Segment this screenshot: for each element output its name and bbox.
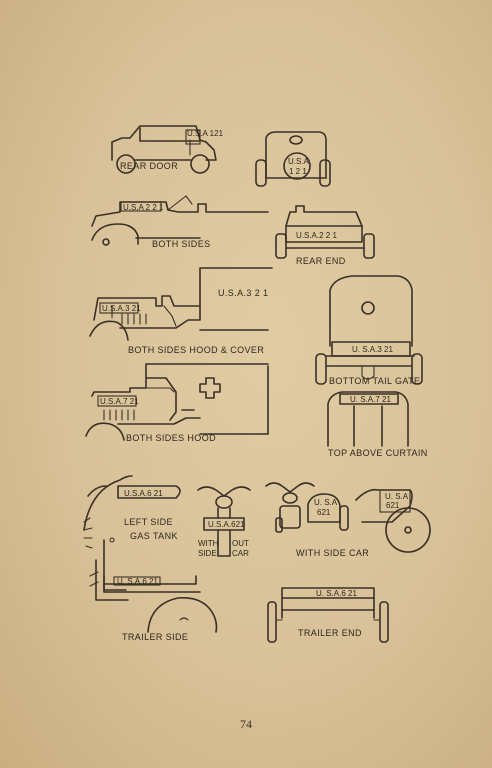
sidecar-side-plate-bottom: 621 [386,501,400,510]
wagon-cover-plate: U.S.A.3 2 1 [218,288,268,298]
motorcycle-side-drawing: U.S.A.6 21 LEFT SIDE GAS TANK [83,475,181,601]
caption-bottom-tail-gate: BOTTOM TAIL GATE [329,376,420,386]
wagon-rear-plate: U. S.A.3 21 [352,345,393,354]
caption-both-sides-hood: BOTH SIDES HOOD [126,433,216,443]
touring-car-side-drawing: U.S.A 121 REAR DOOR [111,125,224,174]
sidecar-front-plate-bottom: 621 [317,508,331,517]
wagon-hood-plate: U.S.A.3 21 [102,304,141,313]
trailer-side-plate: U. S.A.6 21 [117,577,158,586]
caption-both-sides-hood-cover: BOTH SIDES HOOD & COVER [128,345,264,355]
touring-rear-plate-top: U.S.A [288,157,310,166]
motorcycle-front-plate: U.S.A.621 [208,520,245,529]
caption-car: CAR [232,549,249,558]
sidecar-front-plate-top: U. S.A [314,498,338,507]
caption-out: OUT [232,539,249,548]
caption-both-sides: BOTH SIDES [152,239,211,249]
touring-rear-plate-bottom: 1 2 1 [289,167,307,176]
caption-rear-door: REAR DOOR [120,161,178,171]
truck-rear-plate: U.S.A.2 2 1 [296,231,337,240]
caption-top-above-curtain: TOP ABOVE CURTAIN [328,448,428,458]
ambulance-side-drawing: U.S.A.7 21 BOTH SIDES HOOD [85,363,269,443]
touring-car-rear-drawing: U.S.A 1 2 1 [255,131,331,187]
touring-rear-door-plate: U.S.A 121 [187,129,224,138]
caption-gas-tank: GAS TANK [130,531,178,541]
wagon-rear-drawing: U. S.A.3 21 BOTTOM TAIL GATE [315,275,423,386]
ambulance-top-drawing: U. S.A.7 21 TOP ABOVE CURTAIN [327,391,428,458]
sidecar-front-drawing: U. S.A 621 WITH SIDE CAR [265,482,369,558]
caption-trailer-side: TRAILER SIDE [122,632,188,642]
caption-with-side-car: WITH SIDE CAR [296,548,369,558]
ambulance-hood-plate: U.S.A.7 21 [100,397,139,406]
wagon-side-drawing: U.S.A.3 21 U.S.A.3 2 1 BOTH SIDES HOOD &… [89,267,273,355]
caption-with: WITH [198,539,219,548]
truck-side-plate: U.S.A 2 2 1 [123,203,164,212]
caption-rear-end: REAR END [296,256,346,266]
truck-rear-drawing: U.S.A.2 2 1 REAR END [275,205,375,266]
trailer-side-drawing: U. S.A.6 21 TRAILER SIDE [103,575,218,642]
sidecar-side-drawing: U. S.A 621 [355,488,431,553]
sidecar-side-plate-top: U. S.A [385,492,409,501]
motorcycle-tank-plate: U.S.A.6 21 [124,489,163,498]
caption-left-side: LEFT SIDE [124,517,173,527]
trailer-end-drawing: U. S.A.6 21 TRAILER END [267,587,389,643]
truck-side-drawing: U.S.A 2 2 1 BOTH SIDES [91,195,269,249]
caption-trailer-end: TRAILER END [298,628,362,638]
motorcycle-front-drawing: U.S.A.621 WITH SIDE OUT CAR [197,486,251,558]
ambulance-top-plate: U. S.A.7 21 [350,395,391,404]
trailer-end-plate: U. S.A.6 21 [316,589,357,598]
page-number: 74 [240,717,252,731]
caption-side: SIDE [198,549,217,558]
